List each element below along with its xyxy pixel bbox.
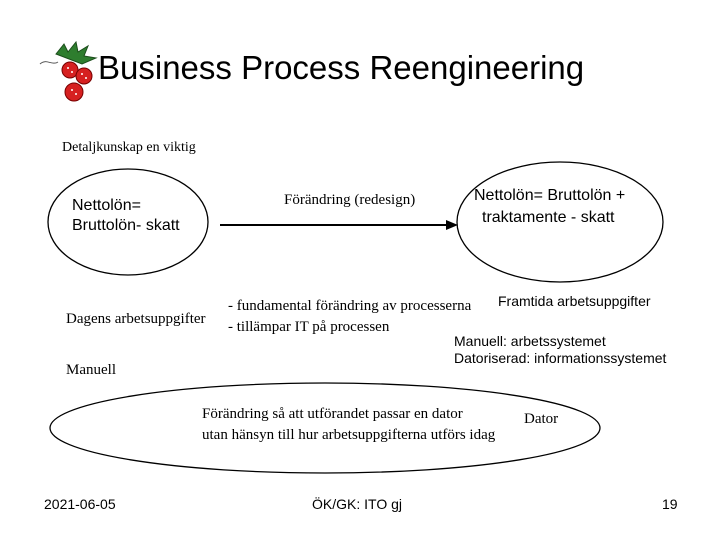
left-ellipse-line2: Bruttolön- skatt (72, 216, 180, 236)
arrow-label: Förändring (redesign) (284, 191, 415, 209)
change-point-1: - fundamental förändring av processerna (228, 297, 471, 315)
subtitle: Detaljkunskap en viktig (62, 140, 196, 156)
change-point-2: - tillämpar IT på processen (228, 318, 389, 336)
right-ellipse-line1: Nettolön= Bruttolön + (474, 186, 625, 206)
footer-date: 2021-06-05 (44, 496, 116, 512)
bottom-ellipse-line2: utan hänsyn till hur arbetsuppgifterna u… (202, 426, 495, 444)
left-ellipse-line1: Nettolön= (72, 196, 141, 216)
footer-author: ÖK/GK: ITO gj (312, 496, 402, 512)
future-item-manual: Manuell: arbetssystemet (454, 333, 606, 349)
future-item-computerized: Datoriserad: informationssystemet (454, 350, 666, 366)
current-tasks-label: Dagens arbetsuppgifter (66, 310, 206, 328)
page-number: 19 (662, 496, 678, 512)
bottom-ellipse-line1: Förändring så att utförandet passar en d… (202, 405, 463, 423)
change-arrow-head (446, 220, 458, 230)
right-ellipse-line2: traktamente - skatt (482, 208, 615, 228)
computer-label: Dator (524, 410, 558, 428)
manual-label: Manuell (66, 361, 116, 379)
future-tasks-label: Framtida arbetsuppgifter (498, 293, 651, 309)
